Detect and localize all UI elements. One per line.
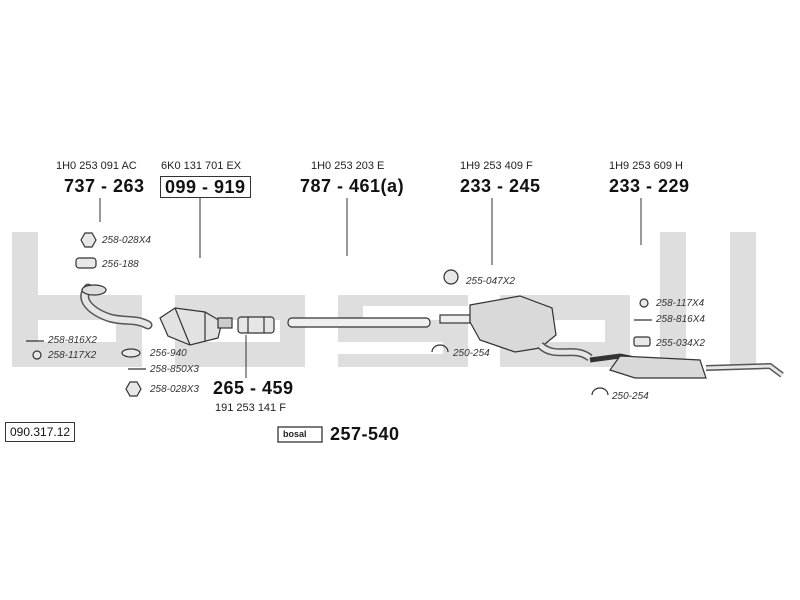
nut-icon xyxy=(80,232,97,248)
accessory-clamp-255034[interactable]: 255-034X2 xyxy=(656,338,705,349)
accessory-bolt-x3[interactable]: 258-850X3 xyxy=(150,364,199,375)
middle-pipe-number[interactable]: 787 - 461(a) xyxy=(300,176,405,196)
accessory-clamp-x2[interactable]: 255-047X2 xyxy=(466,276,515,287)
accessory-bolt-x2[interactable]: 258-816X2 xyxy=(48,335,97,346)
catalytic-converter-oem: 6K0 131 701 EX xyxy=(161,160,242,172)
connector-oem: 191 253 141 F xyxy=(215,402,286,414)
middle-silencer-oem: 1H9 253 409 F xyxy=(460,160,533,172)
accessory-ring[interactable]: 256-940 xyxy=(150,348,187,359)
front-pipe-number[interactable]: 737 - 263 xyxy=(64,176,145,196)
nut-icon xyxy=(125,381,142,397)
accessory-hanger-mid[interactable]: 250-254 xyxy=(453,348,490,359)
washer-icon xyxy=(639,298,649,308)
middle-silencer-number[interactable]: 233 - 245 xyxy=(460,176,541,196)
accessory-bolt-x4[interactable]: 258-816X4 xyxy=(656,314,705,325)
accessory-hanger-rear[interactable]: 250-254 xyxy=(612,391,649,402)
accessory-gasket[interactable]: 256-188 xyxy=(102,259,139,270)
connector-number[interactable]: 265 - 459 xyxy=(213,378,294,398)
hanger-icon xyxy=(591,387,609,396)
connector-drawing xyxy=(237,316,275,334)
clamp-icon xyxy=(443,269,459,285)
kit-number[interactable]: 257-540 xyxy=(330,424,400,444)
rear-silencer-oem: 1H9 253 609 H xyxy=(609,160,683,172)
hanger-icon xyxy=(431,344,449,353)
kit-box-icon xyxy=(277,426,323,443)
catalytic-converter-number[interactable]: 099 - 919 xyxy=(160,176,251,198)
middle-pipe-drawing xyxy=(287,317,431,328)
kit-box-label: bosal xyxy=(283,429,307,439)
rear-silencer-number[interactable]: 233 - 229 xyxy=(609,176,690,196)
front-pipe-drawing xyxy=(80,283,153,330)
gasket-icon xyxy=(75,257,97,269)
accessory-washer-x2[interactable]: 258-117X2 xyxy=(48,350,97,361)
accessory-nut-x3[interactable]: 258-028X3 xyxy=(150,384,199,395)
rear-silencer-drawing xyxy=(589,353,784,379)
ring-icon xyxy=(121,348,141,358)
washer-icon xyxy=(32,350,42,360)
clamp-icon xyxy=(633,336,651,347)
accessory-washer-x4[interactable]: 258-117X4 xyxy=(656,298,705,309)
middle-pipe-oem: 1H0 253 203 E xyxy=(311,160,385,172)
accessory-nut-x4[interactable]: 258-028X4 xyxy=(102,235,151,246)
front-pipe-oem: 1H0 253 091 AC xyxy=(56,160,137,172)
catalytic-converter-drawing xyxy=(159,307,233,346)
catalog-number: 090.317.12 xyxy=(5,422,76,442)
middle-silencer-drawing xyxy=(439,295,593,362)
